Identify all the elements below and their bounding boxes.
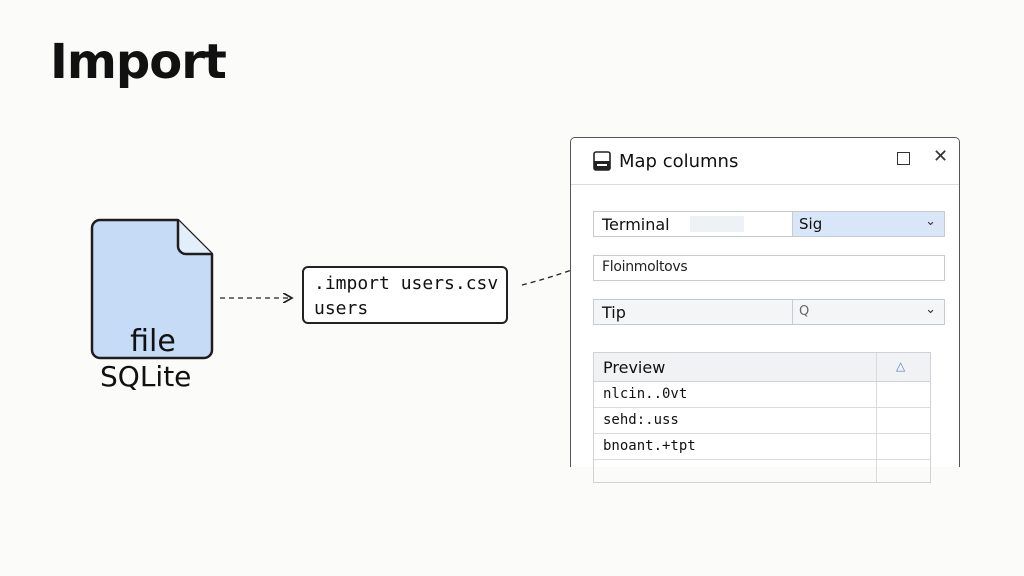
map-columns-dialog: Map columns ✕ Terminal Sig ⌄ Floinmoltov… bbox=[570, 137, 960, 483]
sort-icon[interactable]: △ bbox=[896, 359, 906, 373]
mapping-source-label: Tip bbox=[602, 303, 626, 322]
chevron-down-icon: ⌄ bbox=[925, 214, 936, 229]
table-row bbox=[594, 460, 930, 482]
table-row: bnoant.+tpt bbox=[594, 434, 930, 460]
table-row: sehd:.uss bbox=[594, 408, 930, 434]
database-icon bbox=[593, 151, 611, 171]
mapping-row-3: Tip Q ⌄ bbox=[593, 299, 945, 325]
close-icon[interactable]: ✕ bbox=[933, 146, 949, 167]
preview-table: Preview △ nlcin..0vt sehd:.uss bnoant.+t… bbox=[593, 352, 931, 483]
sqlite-file-icon: file bbox=[90, 218, 216, 360]
dialog-header: Map columns ✕ bbox=[571, 138, 959, 185]
mapping-source-label: Floinmoltovs bbox=[602, 259, 688, 275]
mapping-target-select[interactable]: Sig ⌄ bbox=[792, 211, 945, 237]
import-command-box: .import users.csv users bbox=[302, 266, 508, 324]
command-line-2: users bbox=[314, 298, 369, 319]
preview-header: Preview △ bbox=[594, 353, 930, 382]
mapping-row-1: Terminal Sig ⌄ bbox=[593, 211, 945, 237]
sqlite-caption: SQLite bbox=[100, 360, 192, 393]
dialog-title: Map columns bbox=[619, 151, 739, 172]
file-label: file bbox=[130, 324, 176, 359]
mapping-row-2: Floinmoltovs bbox=[593, 255, 945, 281]
page-title: Import bbox=[50, 34, 227, 90]
maximize-icon[interactable] bbox=[897, 152, 910, 165]
mapping-source-label: Terminal bbox=[602, 215, 670, 234]
command-line-1: .import users.csv bbox=[314, 273, 499, 294]
chevron-down-icon: ⌄ bbox=[925, 302, 936, 317]
mapping-target-select[interactable]: Q ⌄ bbox=[792, 299, 945, 325]
table-row: nlcin..0vt bbox=[594, 382, 930, 408]
